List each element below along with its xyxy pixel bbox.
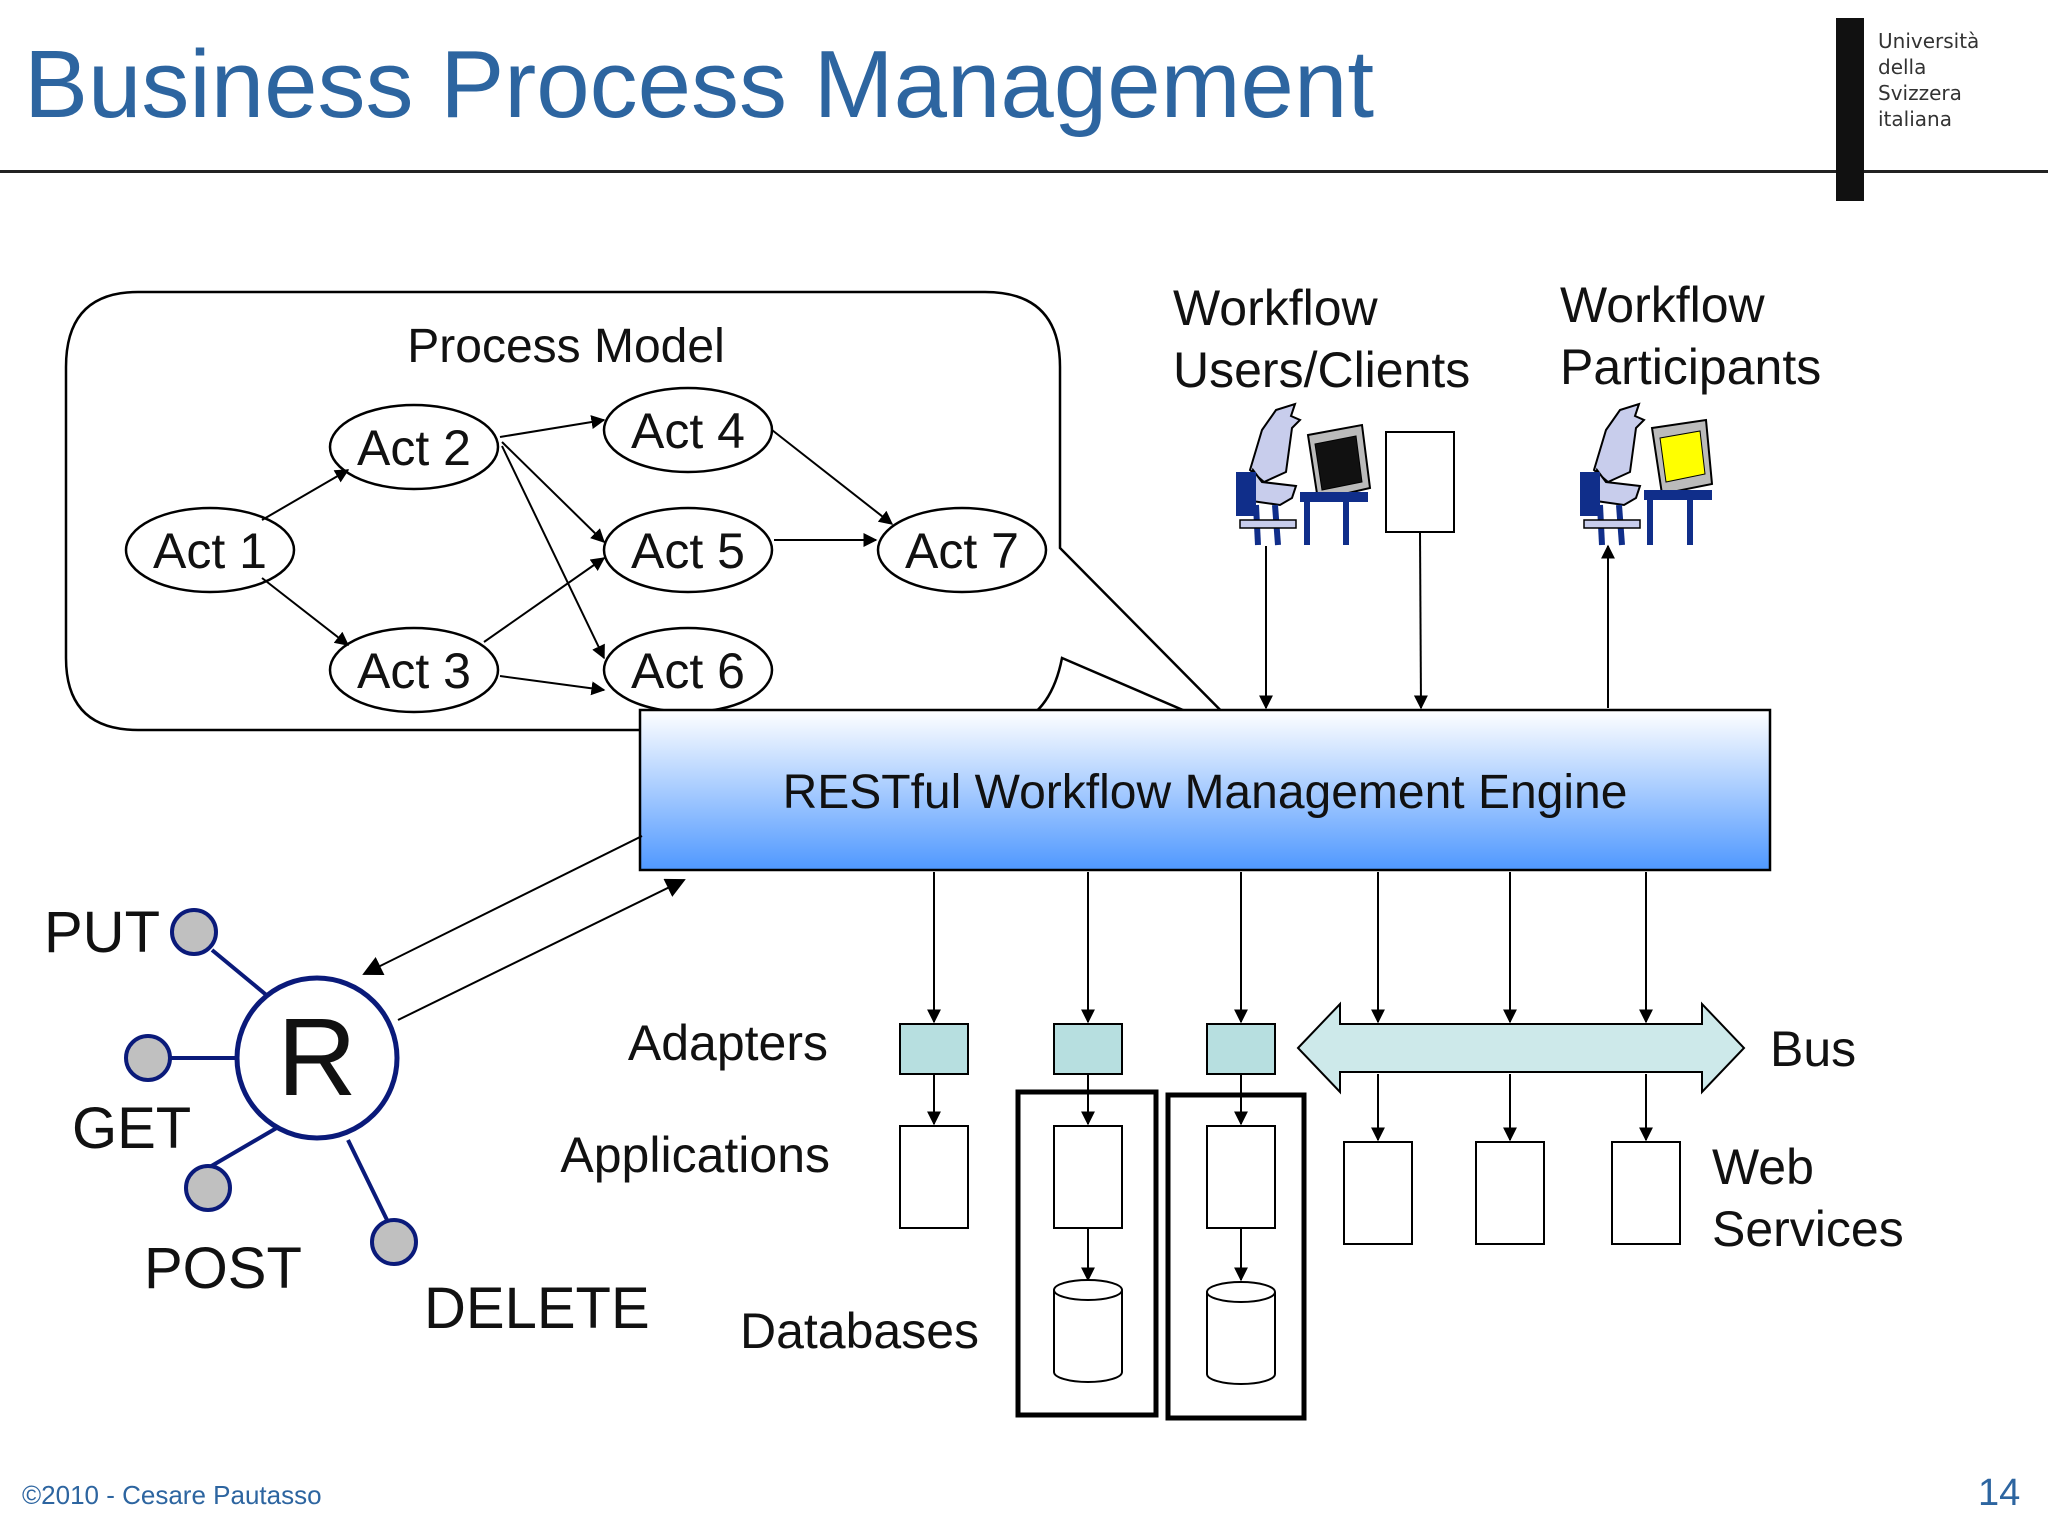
app-database-frame (1165, 1092, 1307, 1421)
logo-line-4: italiana (1878, 107, 1952, 131)
client-screen (1314, 435, 1363, 491)
databases-label: Databases (740, 1303, 979, 1359)
act-2-node: Act 2 (328, 403, 500, 491)
resource-circle (234, 975, 400, 1141)
resource-engine-arrows (362, 835, 686, 1021)
act-6-label: Act 6 (631, 643, 745, 699)
slide-footer: ©2010 - Cesare Pautasso (22, 1480, 322, 1510)
act-4-node: Act 4 (602, 386, 774, 474)
edge-act4-act7 (771, 429, 894, 525)
application-box (1206, 1125, 1276, 1229)
act-3-label: Act 3 (357, 643, 471, 699)
applications (899, 1125, 1681, 1245)
logo-line-3: Svizzera (1878, 81, 1962, 105)
page-number: 14 (1978, 1472, 2021, 1514)
database-cylinder-icon (1053, 1279, 1123, 1383)
adapters (899, 1023, 1276, 1075)
bus-label: Bus (1770, 1021, 1856, 1077)
application-box (1053, 1125, 1123, 1229)
web-services-label-line1: Web (1712, 1139, 1814, 1195)
process-edges (261, 415, 894, 696)
web-service-box (1343, 1141, 1413, 1245)
adapter-box (1053, 1023, 1123, 1075)
edge-act2-act4 (499, 415, 606, 438)
rest-resource: R (124, 908, 418, 1266)
post-label: POST (144, 1236, 302, 1301)
workflow-engine-box (638, 708, 1772, 872)
workflow-engine-label: RESTful Workflow Management Engine (783, 766, 1628, 819)
edge-act2-act6 (501, 445, 605, 660)
edge-act2-act5 (501, 441, 605, 543)
act-5-node: Act 5 (602, 506, 774, 594)
logo-line-1: Università (1878, 29, 1980, 53)
client-application-box (1385, 431, 1455, 533)
adapter-box (899, 1023, 969, 1075)
web-services-label-line2: Services (1712, 1201, 1904, 1257)
act-5-label: Act 5 (631, 523, 745, 579)
web-service-box (1475, 1141, 1545, 1245)
application-box (899, 1125, 969, 1229)
delete-label: DELETE (424, 1276, 650, 1341)
get-label: GET (72, 1096, 191, 1161)
clients-label-line2: Users/Clients (1173, 342, 1470, 398)
edge-act3-act5 (483, 557, 606, 643)
resource-letter: R (277, 996, 356, 1119)
title-rule (0, 170, 2048, 173)
act-6-node: Act 6 (602, 626, 774, 714)
edge-act1-act2 (261, 469, 350, 521)
edge-act1-act3 (261, 577, 350, 646)
client-user-at-computer-icon (1236, 402, 1372, 546)
act-7-label: Act 7 (905, 523, 1019, 579)
act-1-label: Act 1 (153, 523, 267, 579)
put-label: PUT (44, 900, 160, 965)
university-logo: Università della Svizzera italiana (1878, 28, 1979, 132)
engine-downlinks (927, 872, 1653, 1024)
adapter-app-connectors (927, 1074, 1653, 1142)
adapter-box (1206, 1023, 1276, 1075)
edge-act3-act6 (499, 675, 606, 696)
applications-label: Applications (560, 1127, 830, 1183)
act-2-label: Act 2 (357, 420, 471, 476)
app-db-connectors (1081, 1228, 1248, 1282)
adapters-label: Adapters (628, 1015, 828, 1071)
database-cylinder-icon (1206, 1281, 1276, 1385)
slide-title: Business Process Management (24, 31, 1374, 138)
act-1-node: Act 1 (124, 506, 296, 594)
act-4-label: Act 4 (631, 403, 745, 459)
process-model-title: Process Model (407, 320, 724, 373)
put-node (170, 908, 218, 956)
participant-user-at-computer-icon (1580, 402, 1714, 546)
act-3-node: Act 3 (328, 626, 500, 714)
act-7-node: Act 7 (876, 506, 1048, 594)
participant-screen (1659, 430, 1706, 483)
participants-label-line1: Workflow (1560, 277, 1766, 333)
post-node (184, 1164, 232, 1212)
university-logo-bar (1836, 18, 1864, 201)
bus-double-arrow (1296, 1001, 1746, 1095)
get-node (124, 1034, 172, 1082)
web-service-box (1611, 1141, 1681, 1245)
app-database-frame (1015, 1089, 1159, 1418)
delete-node (370, 1218, 418, 1266)
participants-label-line2: Participants (1560, 339, 1821, 395)
logo-line-2: della (1878, 55, 1927, 79)
clients-label-line1: Workflow (1173, 280, 1379, 336)
user-engine-connectors (1259, 531, 1615, 710)
